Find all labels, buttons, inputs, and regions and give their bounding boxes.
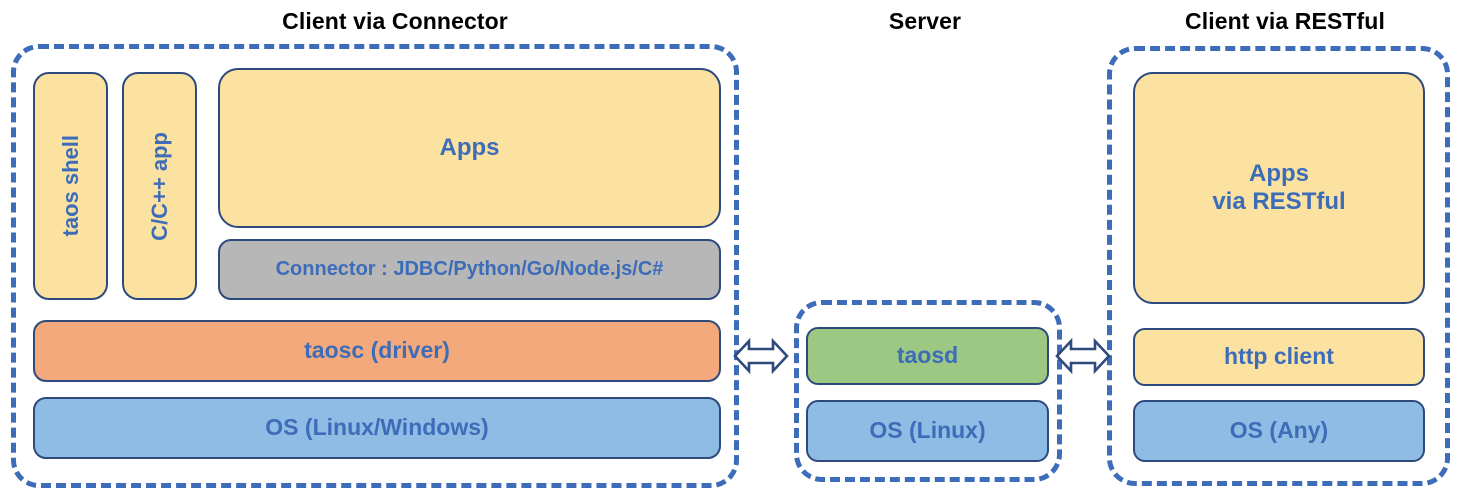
node-os-any-label: OS (Any) — [1229, 417, 1329, 444]
group-title-server: Server — [888, 8, 962, 34]
node-c-cpp-app[interactable]: C/C++ app — [122, 72, 197, 300]
node-http-client[interactable]: http client — [1133, 328, 1425, 386]
group-boundary-server — [794, 300, 1062, 482]
group-boundary-client-restful — [1107, 46, 1450, 486]
node-apps-via-restful-label: Apps via RESTful — [1212, 160, 1345, 217]
node-apps-label: Apps — [439, 133, 500, 161]
node-os-linux-windows[interactable]: OS (Linux/Windows) — [33, 397, 721, 459]
node-taosd[interactable]: taosd — [806, 327, 1049, 385]
group-title-client-restful: Client via RESTful — [1185, 8, 1385, 34]
node-apps-via-restful-line1: Apps — [1248, 159, 1309, 187]
node-taosc-driver-label: taosc (driver) — [304, 337, 450, 364]
double-arrow-icon-server-to-restful — [1055, 337, 1111, 375]
node-c-cpp-app-label: C/C++ app — [146, 131, 172, 241]
node-taosc-driver[interactable]: taosc (driver) — [33, 320, 721, 382]
node-os-linux-windows-label: OS (Linux/Windows) — [265, 414, 489, 441]
node-apps[interactable]: Apps — [218, 68, 721, 228]
node-taos-shell[interactable]: taos shell — [33, 72, 108, 300]
node-http-client-label: http client — [1224, 343, 1334, 370]
node-taos-shell-label: taos shell — [57, 135, 83, 237]
node-connector-label: Connector : JDBC/Python/Go/Node.js/C# — [275, 257, 664, 280]
node-os-any[interactable]: OS (Any) — [1133, 400, 1425, 462]
double-arrow-icon-client-to-server — [733, 337, 789, 375]
node-os-linux[interactable]: OS (Linux) — [806, 400, 1049, 462]
node-connector[interactable]: Connector : JDBC/Python/Go/Node.js/C# — [218, 239, 721, 300]
node-apps-via-restful-line2: via RESTful — [1212, 188, 1346, 215]
node-apps-via-restful[interactable]: Apps via RESTful — [1133, 72, 1425, 304]
group-title-client-connector: Client via Connector — [282, 8, 508, 34]
node-taosd-label: taosd — [896, 342, 959, 369]
group-boundary-client-connector — [11, 44, 739, 488]
node-os-linux-label: OS (Linux) — [869, 417, 986, 444]
